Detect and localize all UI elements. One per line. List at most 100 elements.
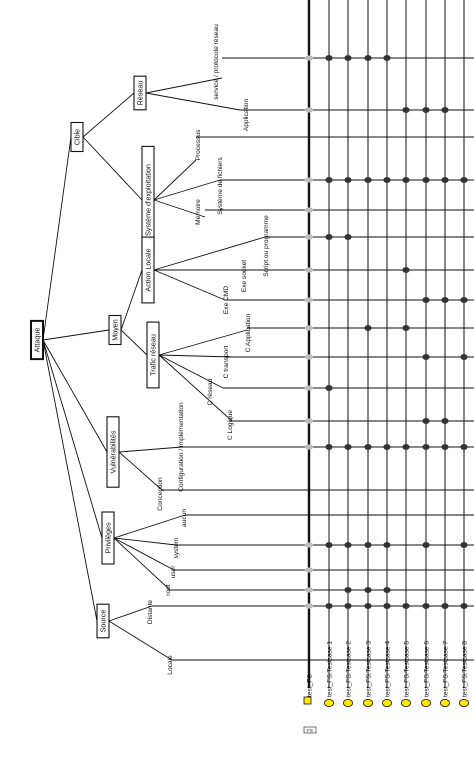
edge-cible-sysexp bbox=[82, 136, 143, 201]
testcase-3[interactable]: test_FS.Testcase 3 bbox=[362, 641, 373, 708]
edge-priv-system bbox=[113, 537, 177, 546]
matrix-dot-root-0 bbox=[304, 587, 314, 593]
matrix-dot-sysfich-8 bbox=[460, 177, 468, 183]
matrix-dot-config-5 bbox=[402, 444, 410, 450]
category-vuln-label: Vulnérabilités bbox=[109, 430, 118, 473]
leaf-label-memoire: Mémoire bbox=[195, 199, 202, 225]
testcase-8[interactable]: test_FS.Testcase 8 bbox=[458, 641, 469, 708]
edge-moyen-actloc bbox=[120, 269, 143, 331]
subcategory-reseau: Réseau bbox=[133, 75, 147, 111]
matrix-dot-memoire-0 bbox=[304, 207, 314, 213]
matrix-dot-distante-7 bbox=[441, 603, 449, 609]
edge-sysexp-sysfich bbox=[153, 179, 221, 201]
leaf-label-user: user bbox=[170, 565, 177, 579]
testcase-node-icon bbox=[420, 699, 431, 708]
matrix-dot-creseau-1 bbox=[325, 385, 333, 391]
edge-reseau-service bbox=[145, 77, 223, 94]
matrix-dot-system-1 bbox=[325, 542, 333, 548]
category-cible: Cible bbox=[70, 121, 84, 153]
matrix-dot-sysfich-3 bbox=[364, 177, 372, 183]
testcase-4[interactable]: test_FS.Testcase 4 bbox=[381, 641, 392, 708]
matrix-dot-system-3 bbox=[364, 542, 372, 548]
matrix-dot-distante-2 bbox=[344, 603, 352, 609]
matrix-dot-application-6 bbox=[422, 107, 430, 113]
matrix-dot-system-2 bbox=[344, 542, 352, 548]
leaf-label-distante: Distante bbox=[147, 600, 154, 625]
testcase-5[interactable]: test_FS.Testcase 5 bbox=[400, 641, 411, 708]
matrix-dot-sysfich-2 bbox=[344, 177, 352, 183]
testcase-root-icon bbox=[303, 696, 312, 705]
testcase-node-icon bbox=[381, 699, 392, 708]
root-node-label: Attaque bbox=[33, 328, 42, 353]
edge-moyen-trafic bbox=[120, 329, 148, 356]
matrix-dot-root-2 bbox=[344, 587, 352, 593]
collapse-toggle[interactable] bbox=[303, 726, 317, 734]
matrix-dot-user-0 bbox=[304, 567, 314, 573]
matrix-dot-clogique-7 bbox=[441, 418, 449, 424]
edge-root-source bbox=[42, 339, 98, 622]
matrix-dot-system-4 bbox=[383, 542, 391, 548]
edge-root-vuln bbox=[42, 339, 108, 453]
matrix-dot-capplication-0 bbox=[304, 325, 314, 331]
matrix-dot-service-0 bbox=[304, 55, 314, 61]
leaf-label-aucun: aucun bbox=[181, 509, 188, 527]
matrix-dot-service-1 bbox=[325, 55, 333, 61]
matrix-dot-config-0 bbox=[304, 444, 314, 450]
edge-cible-reseau bbox=[82, 92, 135, 138]
leaf-label-root: root bbox=[165, 584, 172, 596]
matrix-dot-exesocket-0 bbox=[304, 267, 314, 273]
testcase-2[interactable]: test_FS.Testcase 2 bbox=[342, 641, 353, 708]
taxonomy-tree: AttaqueCibleMoyenVulnérabilitésPrivilège… bbox=[30, 24, 309, 675]
leaf-label-exesocket: Exe socket bbox=[241, 260, 248, 292]
matrix-dot-application-0 bbox=[304, 107, 314, 113]
matrix-dot-ctransport-6 bbox=[422, 354, 430, 360]
category-priv: Privilèges bbox=[101, 511, 115, 565]
matrix-dot-distante-8 bbox=[460, 603, 468, 609]
testcase-label-8: test_FS.Testcase 8 bbox=[462, 641, 469, 697]
testcase-0[interactable]: test_FS bbox=[303, 674, 314, 705]
edge-priv-aucun bbox=[113, 514, 186, 539]
testcase-1[interactable]: test_FS.Testcase 1 bbox=[323, 641, 334, 708]
matrix-dot-capplication-3 bbox=[364, 325, 372, 331]
leaf-label-clogique: C Logique bbox=[227, 410, 234, 440]
matrix-dot-application-5 bbox=[402, 107, 410, 113]
leaf-label-config: Configuration / implémentation bbox=[178, 402, 185, 492]
matrix-dot-execmd-0 bbox=[304, 297, 314, 303]
matrix-dot-config-1 bbox=[325, 444, 333, 450]
edge-source-locale bbox=[108, 620, 173, 661]
testcase-label-0: test_FS bbox=[307, 674, 314, 697]
testcase-6[interactable]: test_FS.Testcase 6 bbox=[420, 641, 431, 708]
edge-actloc-execmd bbox=[153, 269, 226, 301]
category-priv-label: Privilèges bbox=[104, 522, 113, 554]
subcategory-sysexp-label: Système d'exploitation bbox=[144, 164, 153, 236]
testcase-label-4: test_FS.Testcase 4 bbox=[385, 641, 392, 697]
matrix-dot-application-7 bbox=[441, 107, 449, 113]
matrix-dot-sysfich-4 bbox=[383, 177, 391, 183]
matrix-dot-sysfich-6 bbox=[422, 177, 430, 183]
matrix-dot-service-3 bbox=[364, 55, 372, 61]
edge-vuln-conception bbox=[118, 451, 163, 491]
testcase-7[interactable]: test_FS.Testcase 7 bbox=[439, 641, 450, 708]
leaf-label-ctransport: C transport bbox=[223, 346, 230, 379]
testcase-label-1: test_FS.Testcase 1 bbox=[327, 641, 334, 697]
edge-trafic-clogique bbox=[158, 354, 233, 422]
matrix-dot-system-0 bbox=[304, 542, 314, 548]
matrix-dot-distante-4 bbox=[383, 603, 391, 609]
matrix-dot-sysfich-1 bbox=[325, 177, 333, 183]
matrix-dot-distante-3 bbox=[364, 603, 372, 609]
matrix-dot-root-3 bbox=[364, 587, 372, 593]
edge-sysexp-memoire bbox=[153, 199, 206, 218]
testcase-node-icon bbox=[323, 699, 334, 708]
matrix-dot-system-6 bbox=[422, 542, 430, 548]
matrix-dot-script-1 bbox=[325, 234, 333, 240]
testcase-label-2: test_FS.Testcase 2 bbox=[346, 641, 353, 697]
matrix-dot-config-8 bbox=[460, 444, 468, 450]
subcategory-actloc-box bbox=[141, 236, 155, 304]
subcategory-reseau-label: Réseau bbox=[136, 81, 145, 106]
edge-trafic-capplication bbox=[158, 329, 248, 356]
subcategory-actloc: Action Locale bbox=[141, 236, 155, 304]
category-source: Source bbox=[96, 603, 110, 639]
testcase-matrix bbox=[300, 0, 474, 688]
